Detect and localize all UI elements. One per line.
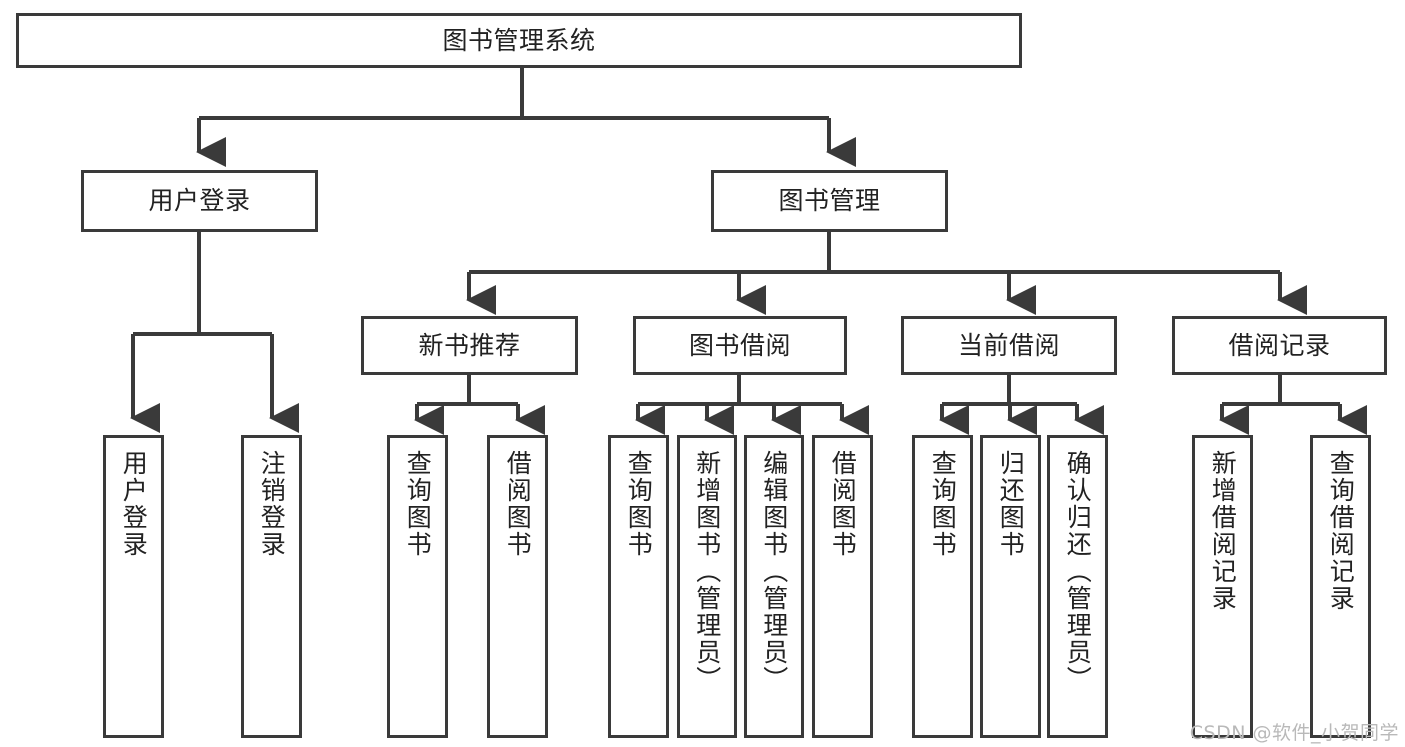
leaf-confirm-return[interactable]: 确认归还（管理员） [1047,435,1108,738]
node-new-book-recommend-label: 新书推荐 [418,330,521,360]
leaf-user-login[interactable]: 用户登录 [103,435,164,738]
leaf-user-login-label: 用户登录 [119,450,149,558]
leaf-borrow-book-2-label: 借阅图书 [828,450,858,558]
node-borrow-record[interactable]: 借阅记录 [1172,316,1387,375]
node-new-book-recommend[interactable]: 新书推荐 [361,316,578,375]
leaf-query-record-label: 查询借阅记录 [1326,450,1356,612]
node-user-login-label: 用户登录 [148,186,251,215]
leaf-return-book-label: 归还图书 [996,450,1026,558]
node-book-manage[interactable]: 图书管理 [711,170,948,232]
node-borrow-record-label: 借阅记录 [1228,330,1331,360]
leaf-return-book[interactable]: 归还图书 [980,435,1041,738]
watermark: CSDN @软件_小贺同学 [1189,722,1399,744]
leaf-add-book-label: 新增图书（管理员） [692,450,722,693]
leaf-add-book[interactable]: 新增图书（管理员） [677,435,737,738]
leaf-borrow-book-1-label: 借阅图书 [503,450,533,558]
node-user-login[interactable]: 用户登录 [81,170,318,232]
leaf-query-record[interactable]: 查询借阅记录 [1310,435,1371,738]
leaf-add-record-label: 新增借阅记录 [1208,450,1238,612]
leaf-logout-login[interactable]: 注销登录 [241,435,302,738]
leaf-edit-book[interactable]: 编辑图书（管理员） [744,435,804,738]
node-book-manage-label: 图书管理 [778,186,881,215]
leaf-logout-login-label: 注销登录 [257,450,287,558]
node-book-borrow-label: 图书借阅 [688,330,791,360]
leaf-query-book-2-label: 查询图书 [624,450,654,558]
leaf-query-book-3[interactable]: 查询图书 [912,435,973,738]
node-root[interactable]: 图书管理系统 [16,13,1022,68]
leaf-query-book-3-label: 查询图书 [928,450,958,558]
leaf-edit-book-label: 编辑图书（管理员） [759,450,789,693]
leaf-borrow-book-2[interactable]: 借阅图书 [812,435,873,738]
node-book-borrow[interactable]: 图书借阅 [633,316,847,375]
leaf-confirm-return-label: 确认归还（管理员） [1063,450,1093,693]
node-current-borrow-label: 当前借阅 [957,330,1060,360]
leaf-borrow-book-1[interactable]: 借阅图书 [487,435,548,738]
leaf-query-book-1[interactable]: 查询图书 [387,435,448,738]
node-current-borrow[interactable]: 当前借阅 [901,316,1117,375]
leaf-query-book-2[interactable]: 查询图书 [608,435,669,738]
leaf-query-book-1-label: 查询图书 [403,450,433,558]
node-root-label: 图书管理系统 [442,25,596,55]
leaf-add-record[interactable]: 新增借阅记录 [1192,435,1253,738]
